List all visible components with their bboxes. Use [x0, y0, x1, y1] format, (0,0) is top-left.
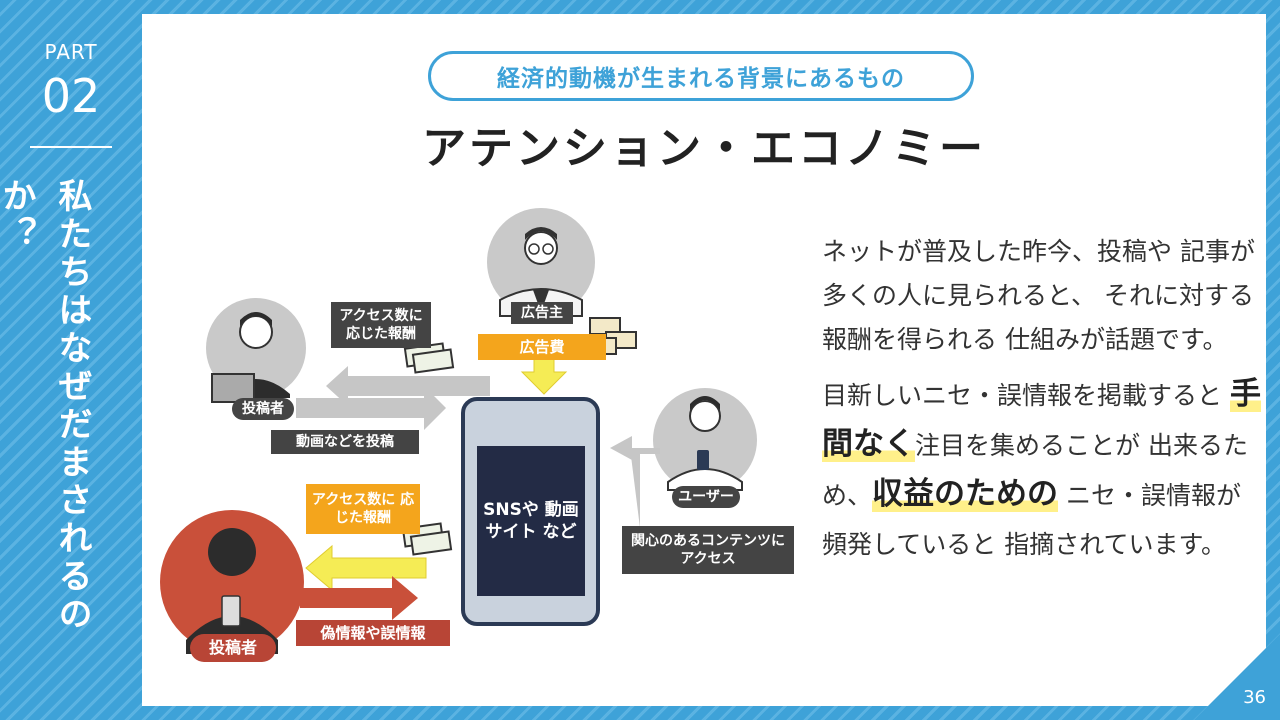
reward-bottom-arrow: [305, 544, 427, 592]
paragraph-detail-part-b: 注目を集めることが 出来るため、: [822, 431, 1248, 510]
divider: [30, 146, 112, 148]
smartphone-icon: [461, 397, 600, 626]
post-arrow: [296, 386, 446, 430]
post-content-label: 動画などを投稿: [271, 430, 419, 454]
poster-bottom-illustration: [160, 510, 304, 654]
reward-bottom-label: アクセス数に 応じた報酬: [306, 484, 420, 534]
poster-bottom-label: 投稿者: [190, 634, 276, 662]
platform-label: SNSや 動画サイト など: [483, 500, 579, 542]
misinfo-label: 偽情報や誤情報: [296, 620, 450, 646]
poster-top-label: 投稿者: [232, 398, 294, 420]
section-title-vertical: 私たちはなぜだまされるのか？: [0, 178, 92, 634]
paragraph-detail: 目新しいニセ・誤情報を掲載すると 手間なく注目を集めることが 出来るため、収益の…: [822, 370, 1262, 569]
page-title: アテンション・エコノミー: [422, 123, 986, 174]
poster-top-illustration: [206, 298, 306, 403]
paragraph-detail-part-c: ニセ・誤情報が頻発していると 指摘されています。: [822, 481, 1241, 559]
user-label: ユーザー: [672, 486, 740, 508]
part-number: 02: [41, 69, 101, 123]
subtitle-pill: 経済的動機が生まれる背景にあるもの: [428, 51, 974, 101]
access-label: 関心のあるコンテンツに アクセス: [622, 526, 794, 574]
corner-decoration: [1194, 634, 1280, 720]
access-arrow: [614, 438, 640, 528]
money-bills-top-icon: [403, 342, 455, 374]
ad-fee-arrow: [520, 357, 568, 395]
advertiser-illustration: [487, 208, 595, 317]
highlight-for-profit: 収益のための: [872, 476, 1059, 512]
advertiser-label: 広告主: [511, 302, 573, 324]
paragraph-intro: ネットが普及した昨今、投稿や 記事が多くの人に見られると、 それに対する報酬を得…: [822, 237, 1255, 354]
ad-fee-label: 広告費: [478, 334, 606, 360]
reward-top-label: アクセス数に 応じた報酬: [331, 302, 431, 348]
part-label: PART: [44, 40, 98, 64]
misinfo-arrow: [300, 576, 418, 620]
reward-top-arrow: [326, 366, 490, 406]
page-number: 36: [1243, 687, 1266, 708]
explanation-text: ネットが普及した昨今、投稿や 記事が多くの人に見られると、 それに対する報酬を得…: [822, 230, 1262, 569]
paragraph-detail-part-a: 目新しいニセ・誤情報を掲載すると: [822, 381, 1230, 410]
user-illustration: [653, 388, 757, 492]
